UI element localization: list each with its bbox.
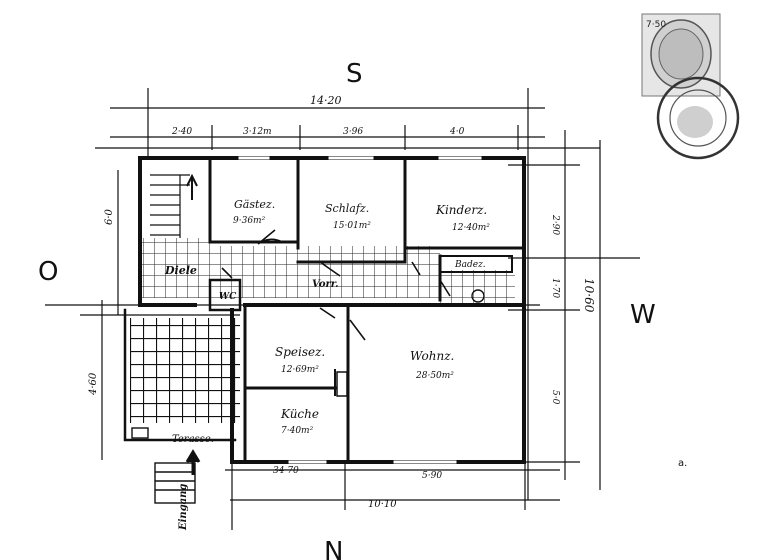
room-wc-name: WC [219,292,237,302]
room-eingang-name: Eingang [178,484,189,531]
dim-right-1: 2·90 [550,214,560,235]
room-schlafz-name: Schlafz. [325,202,369,215]
room-speisez-name: Speisez. [275,345,325,359]
dim-total-top: 14·20 [310,94,342,107]
room-diele-name: Diele [164,264,197,277]
compass-west: W [630,300,656,330]
dim-bottom-1: 34·70 [273,466,299,476]
room-gaestez-name: Gästez. [234,198,275,211]
terrace-paving [130,318,240,423]
dim-seg-1: 2·40 [171,127,192,137]
dim-right-3: 5·0 [550,390,560,405]
stamp-value: 7·50 [646,20,666,30]
compass-east: O [38,257,58,287]
stair-arrow-icon [186,173,198,200]
dim-left-upper: 6·0 [104,208,115,225]
room-badez-name: Badez. [454,260,486,270]
dim-seg-4: 4·0 [449,127,465,137]
room-wohnz-name: Wohnz. [410,349,454,363]
room-wohnz-area: 28·50m² [415,371,454,381]
dim-bottom-total: 10·10 [368,499,397,510]
stair-tiles [140,238,210,298]
door-swings [221,229,451,341]
official-stamp: 7·50 [641,13,740,160]
dim-seg-2: 3·12m [243,127,272,137]
room-kinderz-name: Kinderz. [435,203,487,217]
dim-seg-3: 3·96 [343,127,363,137]
bath-fixture [471,289,485,303]
hall-tiles [210,246,440,298]
dim-bottom-2: 5·90 [422,471,442,481]
room-schlafz-area: 15·01m² [333,221,371,231]
dim-right-total: 10·60 [582,278,596,313]
chimney [336,371,348,397]
bath-tiles [440,270,515,306]
dim-right-2: 1·70 [550,278,560,298]
walls [123,156,526,464]
compass-north: N [324,537,343,560]
entrance-steps [131,427,196,504]
room-vorr-name: Vorr. [312,279,339,290]
room-terrasse-name: Terasse. [172,434,214,445]
stray-mark: a. [678,458,687,469]
compass-south: S [346,59,363,89]
room-speisez-area: 12·69m² [281,365,319,375]
room-kueche-name: Küche [280,407,319,421]
staircase [150,174,190,238]
entrance-arrow-icon [185,449,201,475]
room-gaestez-area: 9·36m² [233,216,266,226]
room-kueche-area: 7·40m² [281,426,314,436]
room-kinderz-area: 12·40m² [452,223,490,233]
dim-left-lower: 4·60 [88,372,99,396]
